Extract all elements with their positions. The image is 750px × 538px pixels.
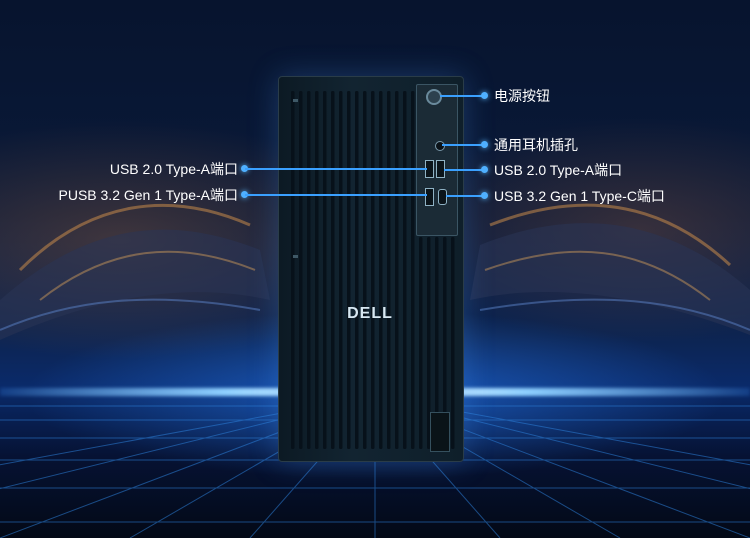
callout-headphone-jack: 通用耳机插孔 — [494, 137, 578, 153]
callout-dot — [481, 92, 488, 99]
callout-usb-a-right: USB 2.0 Type-A端口 — [494, 162, 623, 178]
power-button[interactable] — [426, 89, 442, 105]
callout-leader — [245, 168, 427, 170]
callout-dot — [241, 165, 248, 172]
callout-usb-c: USB 3.2 Gen 1 Type-C端口 — [494, 188, 665, 204]
callout-usb32-a-left: PUSB 3.2 Gen 1 Type-A端口 — [58, 187, 239, 203]
callout-power-button: 电源按钮 — [494, 88, 550, 104]
usb-a-port-3 — [425, 188, 434, 206]
callout-dot — [481, 141, 488, 148]
usb-c-port — [438, 189, 447, 205]
rear-port-cutout — [430, 412, 450, 452]
callout-usb-a-left: USB 2.0 Type-A端口 — [109, 161, 238, 177]
callout-leader — [245, 194, 427, 196]
headphone-jack — [435, 141, 445, 151]
dell-logo: DELL — [347, 305, 393, 322]
front-vents — [291, 91, 455, 449]
callout-leader — [444, 169, 484, 171]
callout-dot — [481, 192, 488, 199]
callout-dot — [481, 166, 488, 173]
callout-leader — [446, 195, 484, 197]
callout-leader — [440, 95, 484, 97]
callout-leader — [442, 144, 484, 146]
callout-dot — [241, 191, 248, 198]
